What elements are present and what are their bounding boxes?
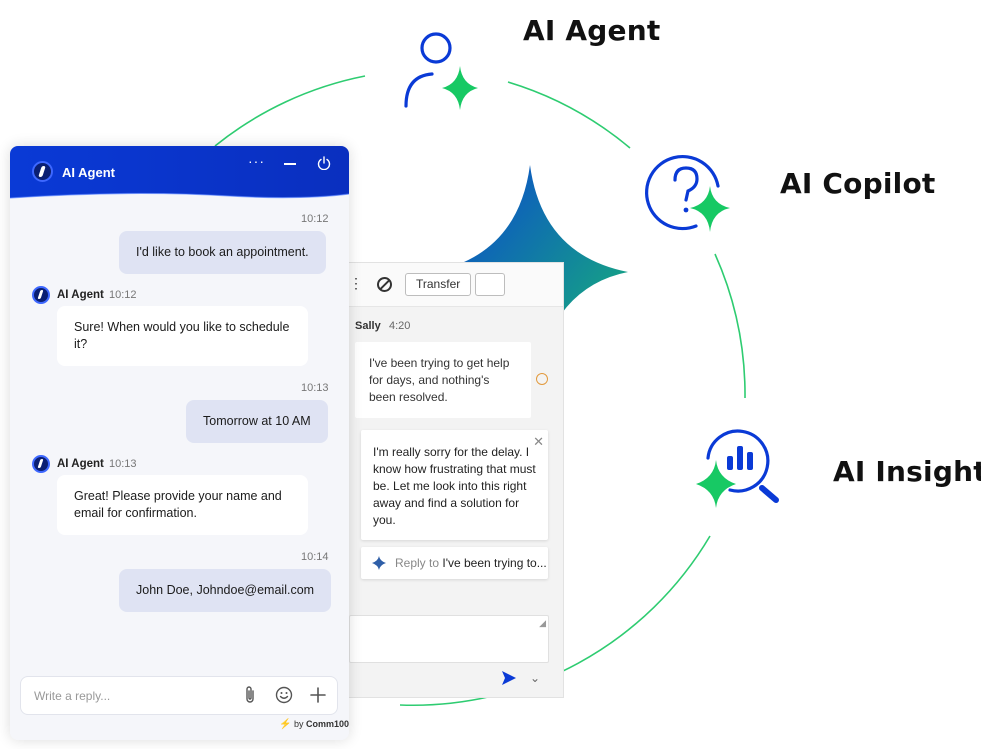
reply-quote: I've been trying to... bbox=[442, 556, 547, 570]
user-spark-icon bbox=[404, 32, 478, 110]
transfer-button[interactable]: Transfer bbox=[405, 273, 472, 296]
feature-label-ai-copilot: AI Copilot bbox=[780, 167, 936, 200]
minimize-icon[interactable] bbox=[284, 163, 296, 165]
bot-name: AI Agent bbox=[57, 458, 104, 470]
bot-message-bubble: Great! Please provide your name and emai… bbox=[57, 475, 308, 535]
branding: ⚡ by Comm100 bbox=[279, 719, 349, 730]
block-icon[interactable] bbox=[377, 277, 392, 292]
connection-ring bbox=[214, 75, 746, 707]
agent-console-panel: ⋮ Transfer Sally 4:20 I've been trying t… bbox=[334, 262, 564, 698]
bot-avatar bbox=[32, 286, 50, 304]
send-icon[interactable] bbox=[500, 669, 518, 687]
message-time: 10:13 bbox=[109, 458, 137, 470]
customer-message-time: 4:20 bbox=[389, 320, 411, 332]
question-spark-icon bbox=[645, 154, 730, 232]
widget-title: AI Agent bbox=[62, 165, 115, 180]
reply-input[interactable] bbox=[20, 676, 338, 715]
branding-prefix: by bbox=[293, 719, 304, 729]
feature-label-ai-agent: AI Agent bbox=[523, 14, 661, 47]
smile-icon bbox=[536, 373, 548, 385]
more-options-icon[interactable]: ··· bbox=[248, 153, 265, 169]
widget-footer bbox=[10, 666, 349, 740]
insights-magnifier-icon bbox=[696, 429, 779, 508]
agent-avatar bbox=[32, 161, 53, 182]
user-message-bubble: John Doe, Johndoe@email.com bbox=[119, 569, 332, 612]
ai-suggestion-card[interactable]: ✕ I'm really sorry for the delay. I know… bbox=[361, 430, 548, 540]
message-time: 10:12 bbox=[301, 213, 329, 225]
more-options-icon[interactable]: ⋮ bbox=[349, 275, 363, 291]
console-toolbar: ⋮ Transfer bbox=[335, 263, 563, 307]
chevron-down-icon[interactable]: ⌄ bbox=[530, 671, 541, 685]
close-icon[interactable]: ✕ bbox=[533, 434, 544, 449]
message-time: 10:13 bbox=[301, 382, 329, 394]
bolt-icon: ⚡ bbox=[279, 719, 292, 730]
console-reply-input[interactable]: ◢ bbox=[349, 615, 549, 663]
sparkle-icon bbox=[372, 556, 386, 570]
bot-name: AI Agent bbox=[57, 289, 104, 301]
emoji-icon[interactable] bbox=[275, 686, 293, 704]
reply-to-card[interactable]: Reply to I've been trying to... bbox=[361, 547, 548, 579]
user-message-bubble: I'd like to book an appointment. bbox=[119, 231, 326, 274]
plus-icon[interactable] bbox=[309, 686, 327, 704]
widget-header: AI Agent ··· bbox=[10, 146, 349, 210]
branding-name: Comm100 bbox=[306, 719, 349, 729]
user-message-bubble: Tomorrow at 10 AM bbox=[186, 400, 328, 443]
reply-prefix: Reply to bbox=[395, 556, 440, 570]
console-extra-button[interactable] bbox=[475, 273, 505, 296]
customer-name: Sally bbox=[355, 320, 381, 332]
header-wave bbox=[10, 192, 349, 210]
bot-avatar bbox=[32, 455, 50, 473]
power-icon[interactable] bbox=[317, 156, 331, 170]
resize-grip-icon[interactable]: ◢ bbox=[539, 618, 546, 628]
customer-message-bubble: I've been trying to get help for days, a… bbox=[355, 342, 531, 418]
chat-widget: AI Agent ··· 10:12 I'd like to book an a… bbox=[10, 146, 349, 740]
paperclip-icon[interactable] bbox=[243, 685, 257, 705]
bot-message-bubble: Sure! When would you like to schedule it… bbox=[57, 306, 308, 366]
message-time: 10:14 bbox=[301, 551, 329, 563]
feature-label-ai-insights: AI Insights bbox=[833, 455, 981, 488]
ai-suggestion-text: I'm really sorry for the delay. I know h… bbox=[373, 445, 536, 527]
message-time: 10:12 bbox=[109, 289, 137, 301]
